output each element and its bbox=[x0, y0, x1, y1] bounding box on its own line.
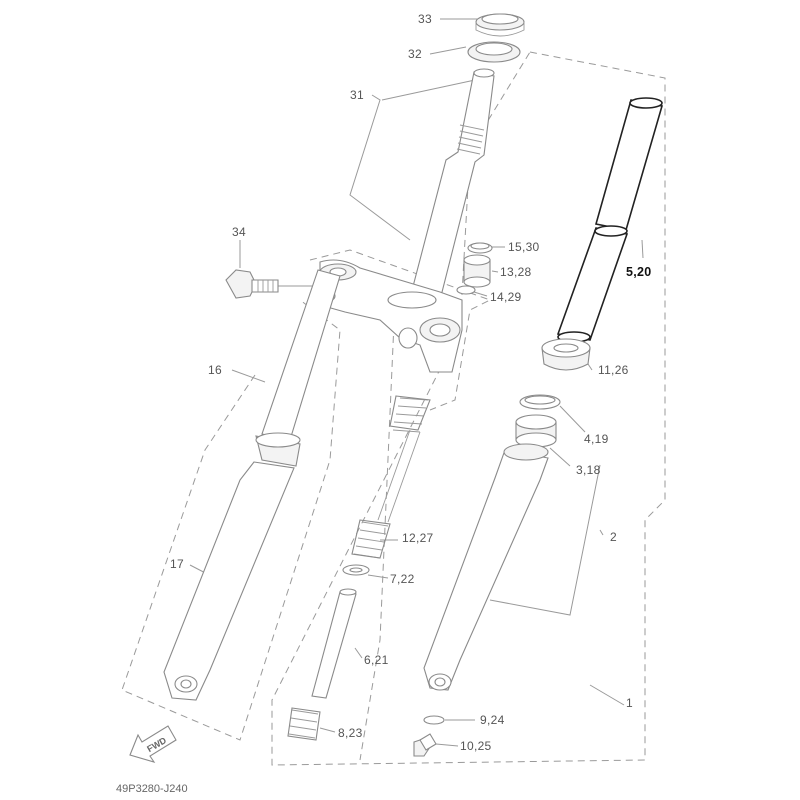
callout-12-27: 12,27 bbox=[402, 531, 434, 545]
part-32-race bbox=[467, 41, 521, 63]
callout-4-19: 4,19 bbox=[584, 432, 609, 446]
parts bbox=[163, 13, 664, 757]
assembly-outlines bbox=[121, 51, 666, 766]
callout-31: 31 bbox=[350, 88, 364, 102]
callout-32: 32 bbox=[408, 47, 422, 61]
outline-inner-group bbox=[359, 299, 396, 761]
callout-14-29: 14,29 bbox=[490, 290, 522, 304]
part-14-29-oring bbox=[456, 285, 476, 295]
callout-7-22: 7,22 bbox=[390, 572, 415, 586]
callout-5-20: 5,20 bbox=[626, 265, 652, 279]
part-10-25-bolt bbox=[413, 733, 437, 757]
part-34-bolt bbox=[225, 269, 279, 299]
part-3-18-oil-seal bbox=[515, 414, 557, 448]
part-2-outer-tube bbox=[423, 443, 549, 691]
outline-assembly-1 bbox=[271, 51, 666, 766]
callout-33: 33 bbox=[418, 12, 432, 26]
part-9-24-washer bbox=[423, 715, 445, 725]
callout-34: 34 bbox=[232, 225, 246, 239]
part-33-washer bbox=[475, 13, 525, 37]
part-4-19-clip bbox=[519, 394, 561, 410]
callout-8-23: 8,23 bbox=[338, 726, 363, 740]
callout-3-18: 3,18 bbox=[576, 463, 601, 477]
part-8-23-spring bbox=[287, 707, 321, 741]
part-13-28-bushing bbox=[463, 254, 491, 288]
callout-11-26: 11,26 bbox=[598, 363, 629, 377]
drawing-code: 49P3280-J240 bbox=[116, 783, 188, 795]
part-6-21-rod bbox=[311, 588, 357, 699]
leader-lines bbox=[189, 18, 644, 747]
callout-15-30: 15,30 bbox=[508, 240, 540, 254]
part-11-26-seal bbox=[541, 338, 591, 371]
part-17-outer-tube bbox=[163, 432, 301, 701]
part-16-inner-tube bbox=[261, 269, 341, 441]
callout-6-21: 6,21 bbox=[364, 653, 389, 667]
callout-10-25: 10,25 bbox=[460, 739, 492, 753]
part-spring-upper bbox=[377, 395, 431, 523]
callout-2: 2 bbox=[610, 530, 617, 544]
part-5-20-fork-pipes bbox=[556, 97, 664, 343]
part-7-22-washer bbox=[342, 564, 370, 576]
callout-13-28: 13,28 bbox=[500, 265, 532, 279]
callout-labels: 33 32 31 34 16 17 15,30 13,28 14,29 5,20… bbox=[170, 12, 652, 753]
callout-16: 16 bbox=[208, 363, 222, 377]
callout-17: 17 bbox=[170, 557, 184, 571]
part-31-steering-stem bbox=[409, 68, 495, 301]
outline-fork-left bbox=[121, 299, 341, 741]
part-15-30-circlip bbox=[467, 242, 493, 254]
callout-1: 1 bbox=[626, 696, 633, 710]
fwd-arrow-icon: FWD bbox=[129, 725, 177, 763]
part-12-27-spring bbox=[351, 519, 391, 559]
callout-9-24: 9,24 bbox=[480, 713, 505, 727]
